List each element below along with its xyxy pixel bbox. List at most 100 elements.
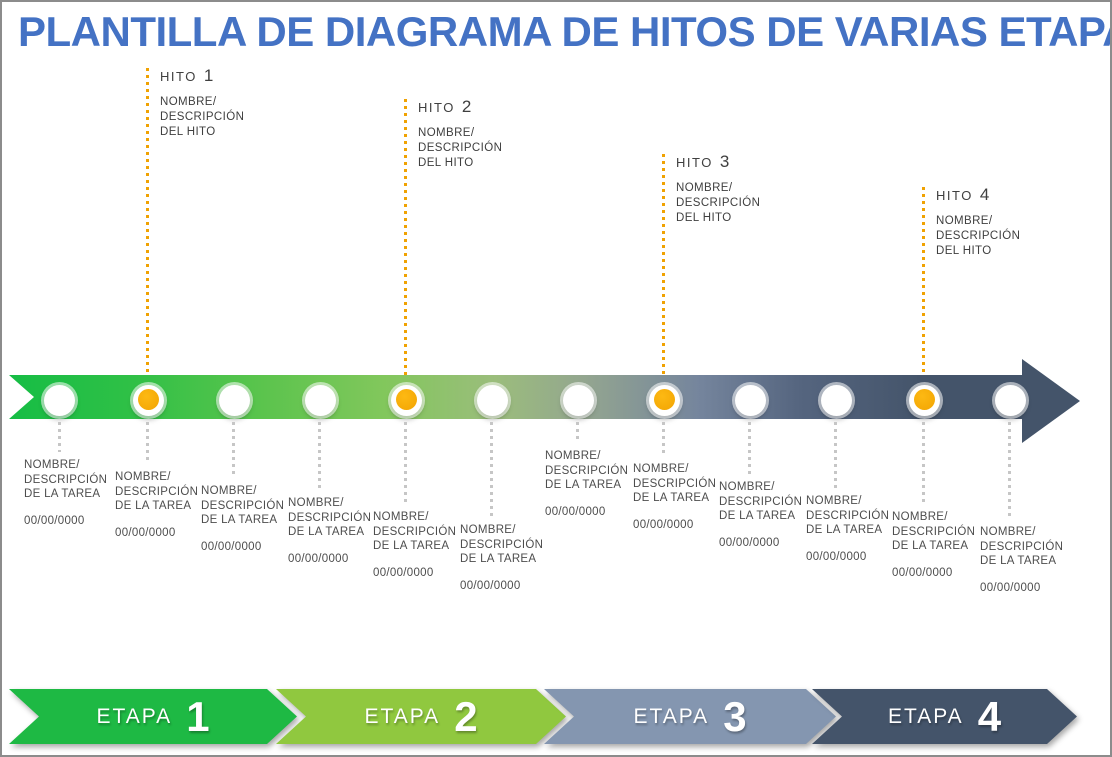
- task-name: NOMBRE/ DESCRIPCIÓN DE LA TAREA: [288, 497, 372, 538]
- task-label: NOMBRE/ DESCRIPCIÓN DE LA TAREA 00/00/000…: [460, 523, 555, 592]
- task-connector-line: [662, 422, 665, 456]
- task-label: NOMBRE/ DESCRIPCIÓN DE LA TAREA 00/00/000…: [892, 510, 987, 579]
- timeline-node: [133, 385, 164, 416]
- task-label: NOMBRE/ DESCRIPCIÓN DE LA TAREA 00/00/000…: [980, 525, 1075, 594]
- task-name: NOMBRE/ DESCRIPCIÓN DE LA TAREA: [373, 511, 457, 552]
- milestone-title: HITO 3: [676, 152, 760, 172]
- task-date: 00/00/0000: [545, 505, 606, 518]
- milestone-description: NOMBRE/ DESCRIPCIÓN DEL HITO: [160, 96, 245, 138]
- stage-number: 3: [723, 692, 747, 740]
- task-name: NOMBRE/ DESCRIPCIÓN DE LA TAREA: [545, 450, 629, 491]
- stage-label: ETAPA: [633, 704, 710, 728]
- milestone-word: HITO: [936, 188, 973, 203]
- task-connector-line: [576, 422, 579, 443]
- milestone-description: NOMBRE/ DESCRIPCIÓN DEL HITO: [936, 215, 1021, 257]
- task-name: NOMBRE/ DESCRIPCIÓN DE LA TAREA: [115, 471, 199, 512]
- milestone-number: 1: [203, 66, 214, 85]
- stage-arrow-3: ETAPA 3: [544, 689, 836, 744]
- task-name: NOMBRE/ DESCRIPCIÓN DE LA TAREA: [980, 526, 1064, 567]
- task-name: NOMBRE/ DESCRIPCIÓN DE LA TAREA: [633, 463, 717, 504]
- milestone-label: HITO 3 NOMBRE/ DESCRIPCIÓN DEL HITO: [676, 152, 760, 226]
- milestone-dot-icon: [396, 389, 417, 410]
- task-label: NOMBRE/ DESCRIPCIÓN DE LA TAREA 00/00/000…: [545, 449, 640, 518]
- task-name: NOMBRE/ DESCRIPCIÓN DE LA TAREA: [806, 495, 890, 536]
- milestone-connector-line: [922, 187, 925, 394]
- milestone-label: HITO 4 NOMBRE/ DESCRIPCIÓN DEL HITO: [936, 185, 1020, 259]
- timeline-node: [909, 385, 940, 416]
- task-connector-line: [834, 422, 837, 488]
- task-date: 00/00/0000: [892, 566, 953, 579]
- timeline-node: [649, 385, 680, 416]
- milestone-connector-line: [404, 99, 407, 394]
- task-date: 00/00/0000: [24, 514, 85, 527]
- milestone-description: NOMBRE/ DESCRIPCIÓN DEL HITO: [418, 127, 503, 169]
- stage-label: ETAPA: [96, 704, 173, 728]
- milestone-dot-icon: [138, 389, 159, 410]
- task-date: 00/00/0000: [980, 581, 1041, 594]
- timeline-node: [391, 385, 422, 416]
- milestone-dot-icon: [654, 389, 675, 410]
- milestone-number: 3: [719, 152, 730, 171]
- task-date: 00/00/0000: [460, 579, 521, 592]
- stage-arrow-shape: ETAPA 2: [276, 689, 566, 744]
- stage-arrow-2: ETAPA 2: [276, 689, 566, 744]
- milestone-word: HITO: [418, 100, 455, 115]
- timeline-node: [477, 385, 508, 416]
- milestone-dot-icon: [914, 389, 935, 410]
- task-connector-line: [404, 422, 407, 504]
- task-label: NOMBRE/ DESCRIPCIÓN DE LA TAREA 00/00/000…: [373, 510, 468, 579]
- task-connector-line: [146, 422, 149, 464]
- stage-label: ETAPA: [364, 704, 441, 728]
- timeline-arrowhead-icon: [1022, 359, 1080, 443]
- milestone-description: NOMBRE/ DESCRIPCIÓN DEL HITO: [676, 182, 761, 224]
- stage-arrow-1: ETAPA 1: [9, 689, 297, 744]
- task-label: NOMBRE/ DESCRIPCIÓN DE LA TAREA 00/00/000…: [719, 480, 814, 549]
- timeline-node: [44, 385, 75, 416]
- stage-arrow-shape: ETAPA 1: [9, 689, 297, 744]
- milestone-connector-line: [662, 154, 665, 394]
- timeline-node: [821, 385, 852, 416]
- stage-number: 4: [977, 692, 1002, 740]
- task-name: NOMBRE/ DESCRIPCIÓN DE LA TAREA: [719, 481, 803, 522]
- stage-number: 2: [454, 692, 478, 740]
- task-name: NOMBRE/ DESCRIPCIÓN DE LA TAREA: [892, 511, 976, 552]
- timeline-band: [9, 375, 1023, 419]
- milestone-label: HITO 2 NOMBRE/ DESCRIPCIÓN DEL HITO: [418, 97, 502, 171]
- task-date: 00/00/0000: [806, 550, 867, 563]
- timeline-node: [219, 385, 250, 416]
- task-label: NOMBRE/ DESCRIPCIÓN DE LA TAREA 00/00/000…: [288, 496, 383, 565]
- milestone-number: 2: [461, 97, 472, 116]
- stage-arrow-4: ETAPA 4: [812, 689, 1077, 744]
- task-connector-line: [1008, 422, 1011, 519]
- task-date: 00/00/0000: [288, 552, 349, 565]
- task-connector-line: [922, 422, 925, 504]
- task-connector-line: [748, 422, 751, 474]
- timeline-node: [563, 385, 594, 416]
- task-label: NOMBRE/ DESCRIPCIÓN DE LA TAREA 00/00/000…: [806, 494, 901, 563]
- stage-arrow-shape: ETAPA 4: [812, 689, 1077, 744]
- stage-label: ETAPA: [887, 704, 964, 728]
- milestone-title: HITO 2: [418, 97, 502, 117]
- task-date: 00/00/0000: [373, 566, 434, 579]
- task-connector-line: [232, 422, 235, 478]
- milestone-number: 4: [979, 185, 990, 204]
- task-name: NOMBRE/ DESCRIPCIÓN DE LA TAREA: [201, 485, 285, 526]
- timeline-node: [305, 385, 336, 416]
- task-connector-line: [58, 422, 61, 452]
- task-date: 00/00/0000: [115, 526, 176, 539]
- task-connector-line: [490, 422, 493, 517]
- milestone-connector-line: [146, 68, 149, 394]
- task-label: NOMBRE/ DESCRIPCIÓN DE LA TAREA 00/00/000…: [115, 470, 210, 539]
- milestone-title: HITO 4: [936, 185, 1020, 205]
- task-name: NOMBRE/ DESCRIPCIÓN DE LA TAREA: [460, 524, 544, 565]
- timeline-node: [735, 385, 766, 416]
- task-date: 00/00/0000: [719, 536, 780, 549]
- milestone-word: HITO: [676, 155, 713, 170]
- stage-arrow-shape: ETAPA 3: [544, 689, 836, 744]
- task-date: 00/00/0000: [633, 518, 694, 531]
